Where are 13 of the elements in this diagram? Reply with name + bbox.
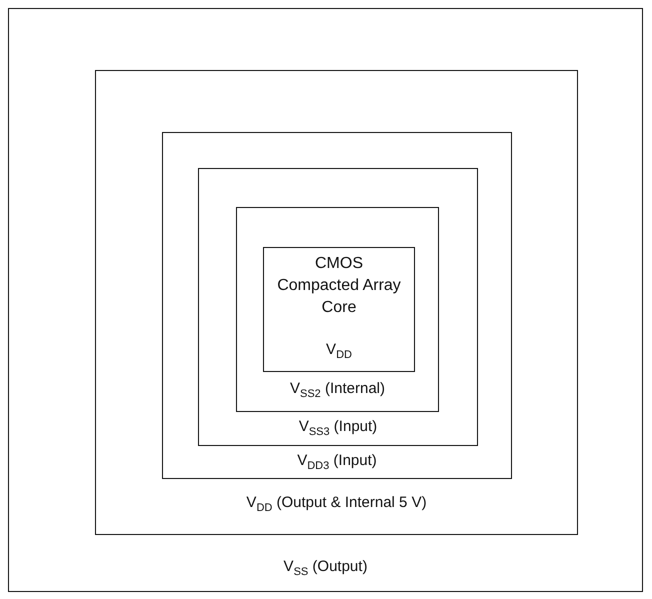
voltage-label: V$_{SS}$ (Output): [282, 558, 368, 580]
voltage-label: V$_{DD}$ (Output & Internal 5 V): [245, 494, 428, 516]
voltage-label: V$_{DD3}$ (Input): [296, 452, 378, 474]
region-title: CMOS Compacted Array Core: [276, 254, 402, 318]
nested-region-box: [95, 70, 578, 535]
nested-region-box: [263, 247, 415, 372]
outer-region-box: [8, 8, 643, 592]
voltage-label: V$_{DD}$: [325, 341, 353, 363]
voltage-label: V$_{SS3}$ (Input): [298, 418, 378, 440]
voltage-label: V$_{SS2}$ (Internal): [288, 380, 386, 402]
nested-region-box: [236, 207, 439, 412]
nested-region-box: [162, 132, 512, 479]
nested-region-box: [198, 168, 478, 446]
